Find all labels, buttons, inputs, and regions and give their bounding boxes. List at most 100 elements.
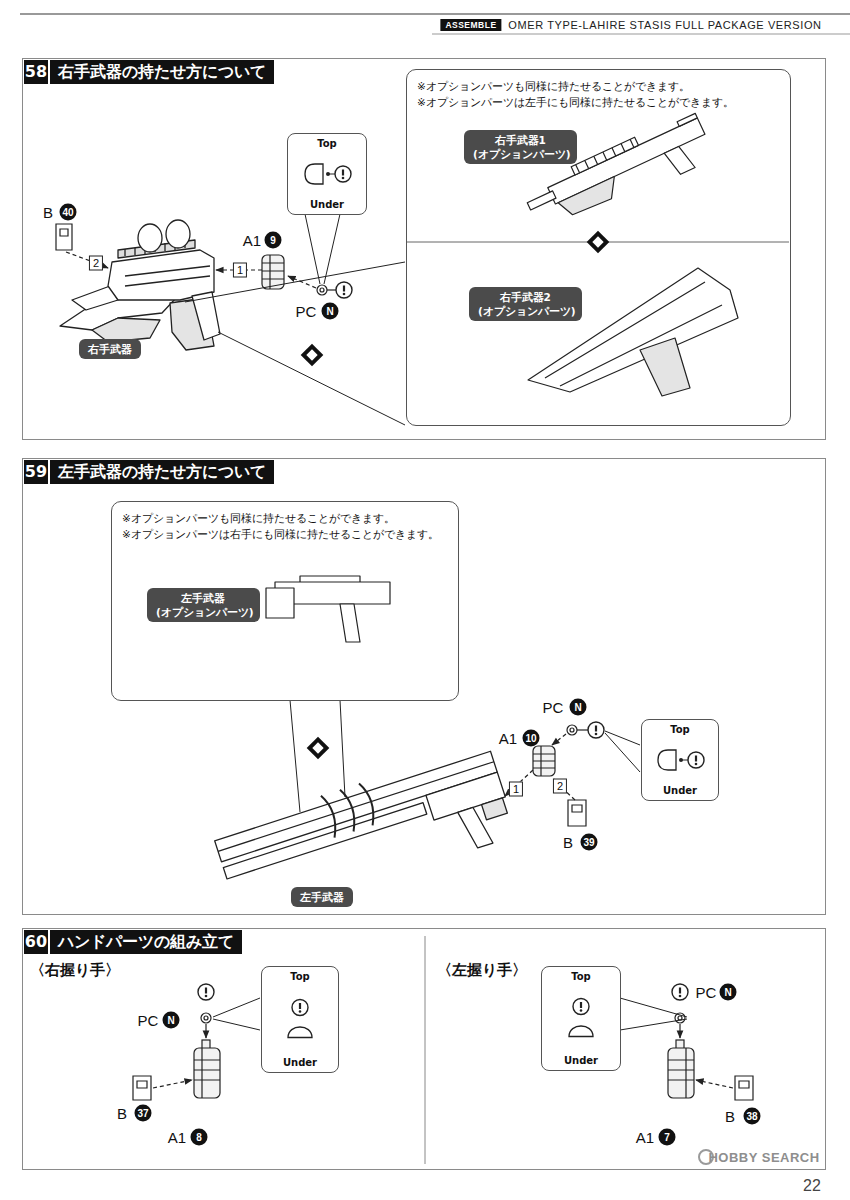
caution-icon [336, 282, 352, 298]
left-grip-hand [668, 1040, 694, 1098]
callout-number: 10 [523, 730, 540, 747]
leader-line [185, 262, 405, 302]
left-hand-weapon [212, 742, 518, 925]
page-number: 22 [803, 1177, 821, 1195]
view-under: Under [564, 1054, 598, 1067]
link-diamond [307, 737, 330, 760]
view-symbol [688, 752, 704, 768]
view-symbol [658, 750, 704, 770]
link-diamond [301, 344, 324, 367]
part-letter: A1 [168, 1129, 186, 1146]
note-text: ※オプションパーツも同様に持たせることができます。 [407, 78, 694, 94]
option-weapon-1 [527, 191, 556, 210]
option-weapon-1 [576, 139, 634, 173]
leader-line [305, 214, 320, 284]
view-symbol [262, 967, 338, 1072]
leader-line [340, 700, 345, 797]
part-label: 右手武器1 (オプションパーツ) [464, 130, 577, 164]
leader-line [290, 700, 300, 812]
leader-line [290, 700, 640, 812]
header-title: OMER TYPE-LAHIRE STASIS FULL PACKAGE VER… [508, 19, 821, 31]
view-symbol [305, 164, 351, 184]
link-diamond [306, 349, 317, 360]
link-diamond [312, 742, 323, 753]
view-symbol [573, 999, 589, 1015]
note-box: ※オプションパーツも同様に持たせることができます。※オプションパーツは左手にも同… [406, 69, 791, 426]
right-grip-hand [194, 1040, 220, 1098]
caution-icon [336, 282, 352, 298]
watermark: HOBBY SEARCH [708, 1150, 819, 1165]
view-symbol [305, 164, 323, 184]
view-symbol [580, 1009, 583, 1012]
view-heading: 〈左握り手〉 [437, 961, 527, 980]
part-b37-b38 [735, 1076, 753, 1100]
right-hand-weapon [125, 266, 210, 286]
view-symbol [695, 756, 697, 762]
caution-icon [198, 984, 214, 1000]
view-symbol [292, 1000, 308, 1016]
right-hand-weapon [60, 220, 220, 350]
leader-line [185, 214, 405, 425]
caution-icon [588, 722, 604, 738]
assembly-arrow [505, 770, 533, 796]
right-hand-weapon [192, 292, 220, 340]
part-b40 [60, 229, 68, 236]
part-b39 [568, 800, 586, 826]
poly-cap [570, 728, 574, 732]
left-hand-weapon [482, 798, 508, 820]
part-label: 左手武器 (オプションパーツ) [147, 588, 260, 622]
left-hand-weapon [321, 782, 378, 838]
assembly-arrow [288, 276, 316, 288]
option-weapon-1 [664, 144, 695, 177]
caution-icon [672, 984, 688, 1000]
callout-number: N [322, 303, 339, 320]
link-diamond [592, 236, 603, 247]
view-top: Top [317, 137, 337, 150]
view-under: Under [663, 784, 697, 797]
option-weapon-1 [558, 176, 622, 219]
right-grip-hand [194, 1048, 220, 1098]
step-number: 60 [24, 930, 48, 954]
leader-line [218, 332, 405, 425]
note-text: ※オプションパーツは左手にも同様に持たせることができます。 [407, 94, 738, 110]
view-top: Top [290, 970, 310, 983]
callout-number: 8 [191, 1129, 208, 1146]
assembly-arrow [552, 734, 566, 745]
caution-icon [679, 995, 682, 998]
option-weapon-1 [571, 137, 638, 175]
assembly-arrow [696, 1080, 733, 1088]
left-hand-weapon [223, 803, 426, 879]
option-left-weapon [300, 576, 360, 582]
view-symbol [681, 760, 688, 761]
option-weapon-1 [677, 113, 697, 126]
view-symbol [569, 1026, 593, 1037]
part-name: 右手武器1 (オプションパーツ) [473, 133, 568, 161]
step-title: 左手武器の持たせ方について [50, 460, 274, 484]
callout-number: 40 [60, 204, 77, 221]
view-symbol [542, 967, 620, 1070]
step-number: 1 [509, 782, 523, 797]
right-hand-weapon [138, 224, 162, 252]
leader-line [324, 214, 340, 284]
part-b37-b38 [133, 1076, 753, 1100]
step-title: 右手武器の持たせ方について [50, 60, 274, 84]
part-letter: B [725, 1108, 735, 1125]
grip-hand [262, 255, 284, 289]
view-symbol [658, 750, 676, 770]
part-name: 右手武器2 (オプションパーツ) [478, 290, 573, 318]
callout-number: 37 [135, 1105, 152, 1122]
view-under: Under [283, 1056, 317, 1069]
leader-line [213, 1019, 260, 1030]
option-left-weapon [340, 604, 360, 642]
poly-cap [327, 289, 336, 290]
part-name: 左手武器 [300, 890, 344, 904]
view-symbol [335, 166, 351, 182]
caution-icon [198, 984, 214, 1000]
caution-icon [679, 988, 681, 994]
caution-icon [595, 726, 597, 732]
poly-cap [567, 725, 577, 735]
view-symbol [342, 170, 344, 176]
leader-line [620, 998, 687, 1017]
note-text: ※オプションパーツは右手にも同様に持たせることができます。 [112, 526, 443, 542]
